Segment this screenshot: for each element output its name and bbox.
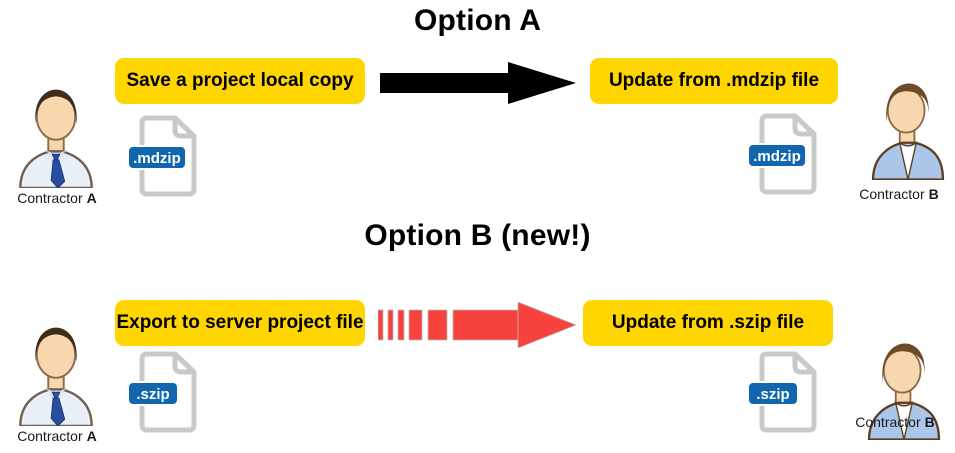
black-arrow-icon <box>380 62 576 104</box>
update-mdzip-box: Update from .mdzip file <box>590 58 838 104</box>
file-badge <box>748 143 807 168</box>
contractor-b-label-letter: B <box>924 414 935 430</box>
update-szip-box: Update from .szip file <box>583 300 833 346</box>
export-server-box: Export to server project file <box>115 300 365 346</box>
contractor-a-figure <box>19 88 93 188</box>
file-badge <box>128 145 187 170</box>
contractor-b-label-letter: B <box>928 186 939 202</box>
mdzip-file-icon: .mdzip <box>128 114 204 198</box>
szip-file-icon: .szip <box>748 350 824 434</box>
option-b-title: Option B (new!) <box>364 219 591 252</box>
file-badge-label: .szip <box>136 386 169 403</box>
file-badge-label: .mdzip <box>753 148 801 165</box>
contractor-b-label-text: Contractor <box>859 186 925 202</box>
red-dashed-arrow-icon <box>378 302 576 348</box>
save-local-copy-box: Save a project local copy <box>115 58 365 104</box>
contractor-a-label-letter: A <box>86 428 97 444</box>
file-badge <box>128 381 179 406</box>
file-badge-label: .szip <box>756 386 789 403</box>
contractor-a-label-text: Contractor <box>17 428 83 444</box>
option-a-title: Option A <box>413 4 542 37</box>
contractor-a-figure <box>19 326 93 426</box>
contractor-b-label-text: Contractor <box>855 414 921 430</box>
szip-file-icon: .szip <box>128 350 204 434</box>
contractor-a-label-text: Contractor <box>17 190 83 206</box>
contractor-a-label-letter: A <box>86 190 97 206</box>
contractor-b-figure <box>871 82 945 180</box>
file-badge <box>748 381 799 406</box>
file-badge-label: .mdzip <box>133 150 181 167</box>
mdzip-file-icon: .mdzip <box>748 112 824 196</box>
